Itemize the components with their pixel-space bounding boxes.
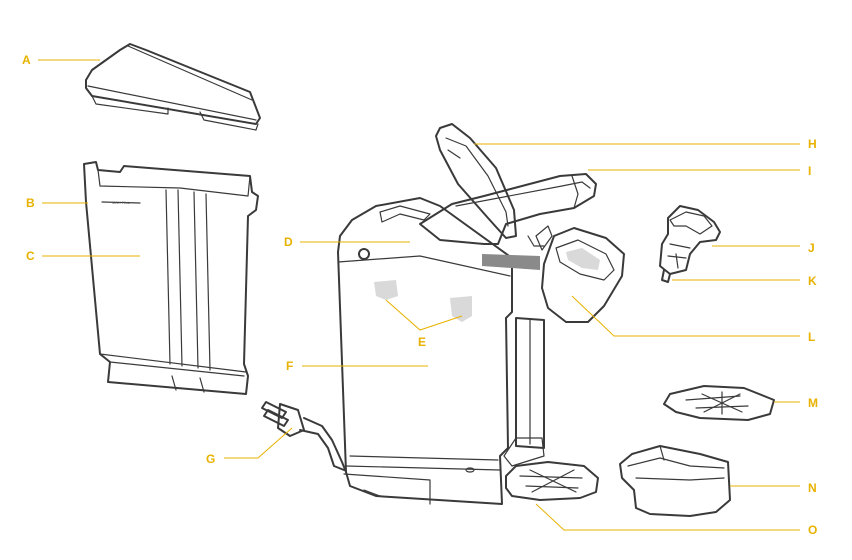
callout-label-d: D	[284, 235, 293, 249]
callout-label-i: I	[808, 164, 812, 178]
callout-leader-lines	[38, 59, 800, 531]
brewer-body	[337, 197, 513, 505]
leader-line-g	[224, 427, 293, 459]
callout-label-m: M	[808, 396, 819, 410]
callout-label-h: H	[808, 137, 817, 151]
brewer-head	[419, 123, 597, 449]
callout-label-e: E	[418, 335, 427, 349]
k-cup-holder-assembly	[535, 225, 625, 323]
water-reservoir: MAX FILL	[83, 161, 259, 395]
callout-label-l: L	[808, 330, 816, 344]
power-cord	[261, 401, 347, 473]
callout-label-f: F	[286, 359, 294, 373]
callout-labels: A B C D E F G HI J K L M N O	[22, 53, 819, 537]
leader-line-o	[535, 503, 800, 531]
callout-label-j: J	[808, 241, 815, 255]
k-cup-holder	[659, 205, 721, 283]
callout-label-b: B	[26, 196, 35, 210]
callout-label-k: K	[808, 274, 817, 288]
max-fill-marking: MAX FILL	[112, 200, 131, 205]
drip-tray-base	[503, 437, 599, 501]
callout-label-n: N	[808, 481, 817, 495]
callout-label-a: A	[22, 53, 31, 67]
drip-tray-plate	[663, 385, 775, 421]
leader-line-e	[385, 299, 463, 331]
callout-label-g: G	[206, 452, 216, 466]
callout-label-c: C	[26, 249, 35, 263]
callout-label-o: O	[808, 523, 818, 537]
leader-line-l	[571, 295, 800, 337]
drip-tray	[619, 445, 731, 517]
reservoir-lid	[85, 43, 261, 131]
